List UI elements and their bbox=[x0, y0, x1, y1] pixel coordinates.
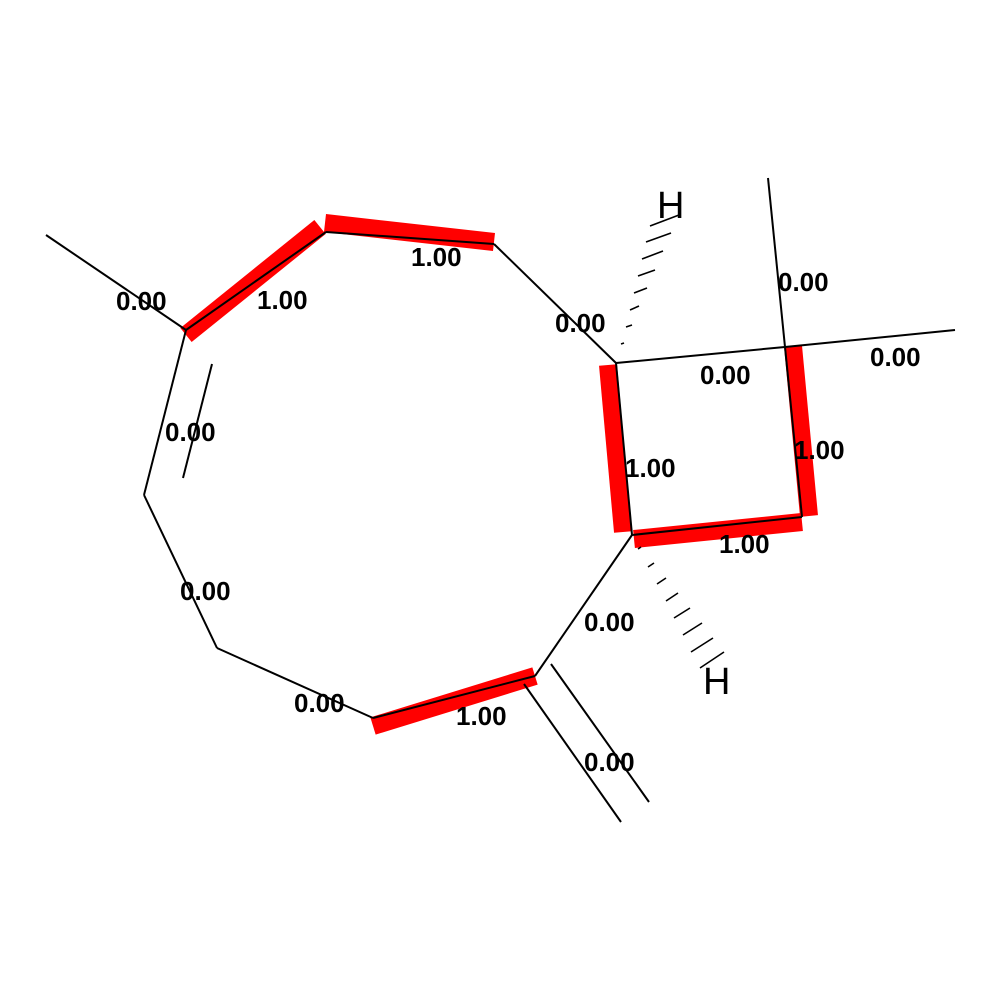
bond-exocyclic-double-a bbox=[523, 683, 622, 823]
weight-c-c-lower-left: 0.00 bbox=[180, 576, 231, 606]
bond-ring4-top bbox=[615, 346, 786, 364]
weight-ring4-left: 1.00 bbox=[625, 453, 676, 483]
weight-c-c-top-right: 0.00 bbox=[555, 308, 606, 338]
bond-ring-left-outer bbox=[143, 329, 187, 496]
bond-c-c-bottom-left bbox=[216, 647, 374, 719]
bond-exocyclic-double-b bbox=[550, 663, 650, 803]
bond-ring4-left bbox=[615, 362, 633, 536]
weight-c-c-top: 1.00 bbox=[411, 242, 462, 272]
weight-methyl-ring4-right: 0.00 bbox=[870, 342, 921, 372]
weight-double-left: 0.00 bbox=[165, 417, 216, 447]
bond-c-c-lower-right bbox=[534, 534, 633, 677]
bond-c-c-left-upper bbox=[185, 231, 327, 331]
bond-ring4-right bbox=[784, 346, 803, 518]
bond-methyl-left bbox=[45, 234, 187, 331]
weight-c-c-left-upper: 1.00 bbox=[257, 285, 308, 315]
bond-c-c-lower-left bbox=[143, 494, 218, 649]
weight-ring4-right: 1.00 bbox=[794, 435, 845, 465]
hashed-wedge-bottom bbox=[637, 546, 725, 669]
highlight-c-c-top bbox=[323, 214, 496, 251]
weight-exocyclic-double: 0.00 bbox=[584, 747, 635, 777]
bond-c-c-bottom bbox=[372, 675, 536, 719]
bond-c-c-top bbox=[325, 231, 495, 245]
weight-c-c-bottom: 1.00 bbox=[456, 701, 507, 731]
bond-layer bbox=[45, 177, 956, 823]
weight-ring4-top: 0.00 bbox=[700, 360, 751, 390]
highlight-c-c-bottom bbox=[370, 667, 538, 735]
bond-c-c-top-right bbox=[493, 243, 617, 364]
atom-h-top: H bbox=[657, 185, 684, 227]
atom-h-bottom: H bbox=[703, 661, 730, 703]
weight-methyl-left: 0.00 bbox=[116, 286, 167, 316]
highlight-c-c-left-upper bbox=[180, 219, 326, 343]
highlight-ring4-bottom bbox=[633, 513, 803, 548]
weight-c-c-lower-right: 0.00 bbox=[584, 607, 635, 637]
highlight-ring4-left bbox=[599, 364, 632, 533]
bond-ring4-bottom bbox=[631, 516, 803, 536]
bond-methyl-ring4-up bbox=[767, 177, 786, 348]
weight-labels: 0.00 1.00 1.00 0.00 0.00 0.00 0.00 0.00 … bbox=[116, 242, 921, 777]
bond-methyl-ring4-right bbox=[784, 329, 956, 348]
bond-ring-left-inner-double bbox=[182, 363, 213, 479]
weight-ring4-bottom: 1.00 bbox=[719, 529, 770, 559]
highlight-ring4-right bbox=[784, 345, 818, 517]
highlight-layer bbox=[180, 214, 818, 735]
hashed-wedge-top bbox=[620, 214, 680, 345]
weight-methyl-ring4-up: 0.00 bbox=[778, 267, 829, 297]
weight-c-c-bottom-left: 0.00 bbox=[294, 688, 345, 718]
